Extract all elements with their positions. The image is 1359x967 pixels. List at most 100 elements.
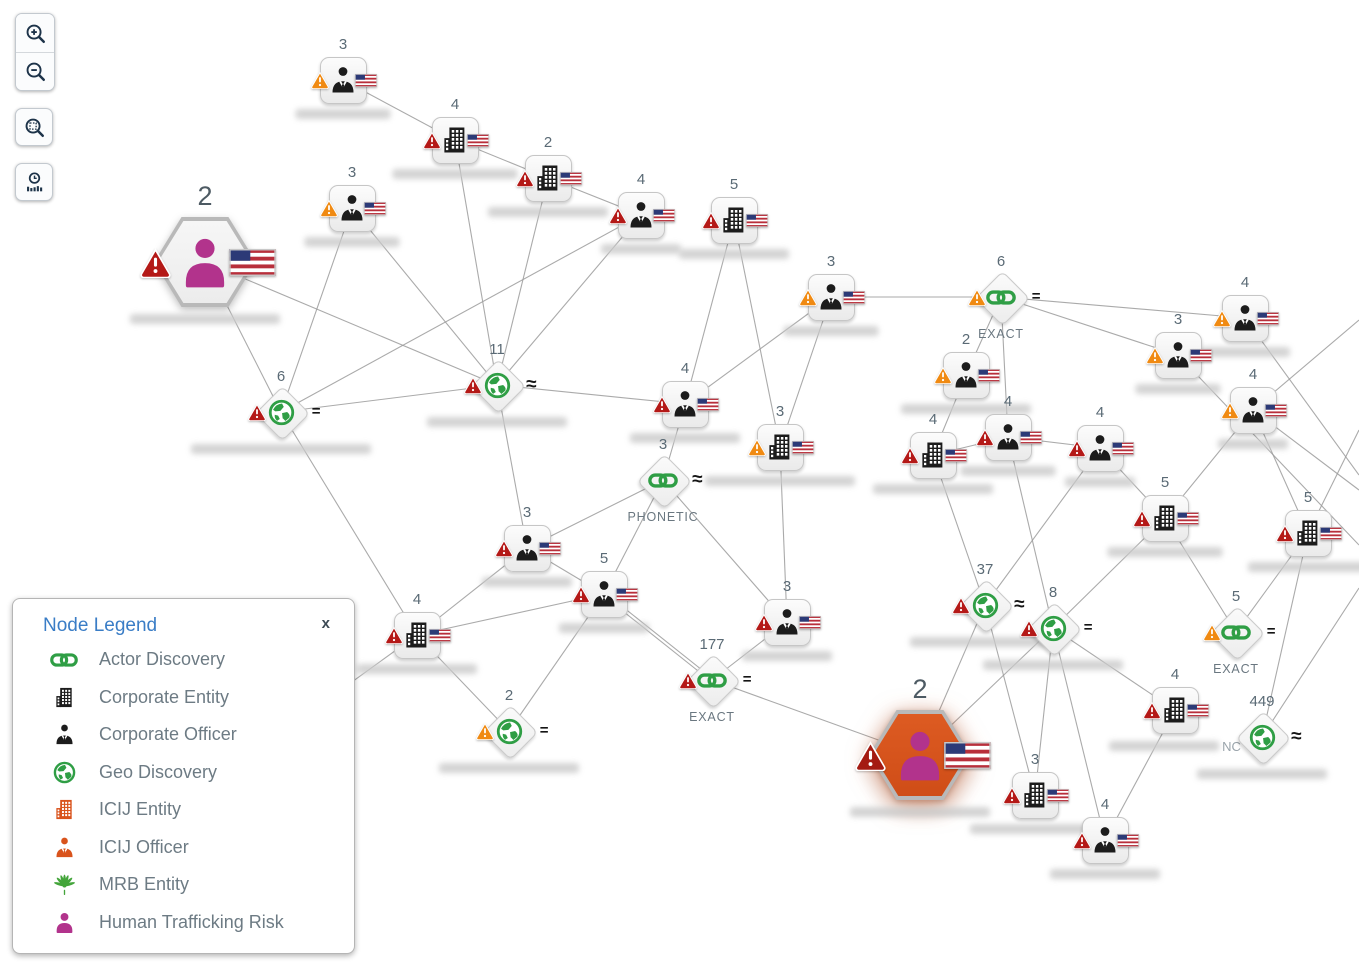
graph-node-n7[interactable]: 2 [130,181,280,324]
graph-node-n4[interactable]: 2 [488,134,608,217]
node-blurred-label [1200,346,1290,357]
node-legend-panel: Node Legend x Actor Discovery Corporate … [12,598,355,954]
us-flag-icon [363,201,386,215]
officer-icon [49,723,79,746]
node-blurred-label [901,403,1031,414]
graph-node-n25[interactable]: 5 [559,550,649,633]
node-count: 4 [1100,795,1110,813]
legend-item-icij-entity: ICIJ Entity [13,791,354,829]
graph-node-n18[interactable]: 4 [873,411,993,494]
warning-icon [1002,786,1021,805]
graph-node-n1[interactable]: 3 [295,36,391,119]
legend-item-label: Corporate Entity [99,686,230,707]
graph-node-n17[interactable]: 3 [705,403,855,486]
graph-node-n35[interactable]: 2 [850,674,991,817]
person-icon [49,911,79,934]
node-count: 4 [1240,273,1250,291]
graph-node-n9[interactable]: 6 =EXACT [967,253,1041,341]
graph-node-n13[interactable]: 11 ≈ [427,341,567,427]
warning-icon [1220,401,1239,420]
graph-node-n10[interactable]: 4 [1200,274,1290,357]
us-flag-icon [798,615,821,629]
legend-item-label: Human Trafficking Risk [99,911,284,932]
graph-node-n16[interactable]: 4 [630,360,740,443]
graph-node-n24[interactable]: 5 [1248,489,1359,572]
node-count: 4 [680,359,690,377]
legend-list: Actor Discovery Corporate Entity Corpora… [13,641,354,941]
node-count: 3 [347,163,357,181]
node-diamond [1235,710,1291,766]
node-count: 177 [699,635,725,653]
node-count: 4 [412,590,422,608]
building-icon [49,798,79,821]
node-blurred-label [304,236,400,247]
graph-node-n27[interactable]: 8 = [983,584,1123,670]
timeline-button[interactable] [15,163,53,201]
us-flag-icon [1019,430,1042,444]
graph-node-n31[interactable]: 177 =EXACT [678,636,752,724]
legend-item-geo-discovery: Geo Discovery [13,754,354,792]
graph-node-n5[interactable]: 4 [601,171,681,254]
zoom-out-button[interactable] [16,52,54,90]
match-badge: = [1083,618,1093,636]
warning-icon [494,539,513,558]
node-count: 4 [450,95,460,113]
warning-icon [384,626,403,645]
node-blurred-label [1197,768,1327,779]
node-count: 4 [1003,392,1013,410]
graph-node-n3[interactable]: 3 [304,164,400,247]
graph-node-n6[interactable]: 5 [679,176,789,259]
node-blurred-label [482,576,572,587]
node-count: 3 [1030,750,1040,768]
graph-node-n23[interactable]: 5 [1107,474,1223,557]
legend-item-label: ICIJ Entity [99,799,182,820]
legend-item-human-trafficking-risk: Human Trafficking Risk [13,904,354,942]
graph-node-n33[interactable]: 4 NC [1109,666,1241,754]
graph-node-n8[interactable]: 3 [783,253,879,336]
us-flag-icon [428,628,451,642]
graph-node-n15[interactable]: 4 [1218,366,1288,449]
graph-node-n32[interactable]: 2 = [439,687,579,773]
node-count: 37 [976,560,994,578]
graph-node-n29[interactable]: 3 [742,578,832,661]
warning-icon [140,247,171,278]
graph-node-n28[interactable]: 4 [357,591,477,674]
graph-node-n2[interactable]: 4 [392,96,518,179]
legend-item-actor-discovery: Actor Discovery [13,641,354,679]
node-blurred-label [679,248,789,259]
warning-icon [1145,346,1164,365]
node-blurred-label [1218,438,1288,449]
node-count: 6 [276,367,286,385]
node-blurred-label [357,663,477,674]
warning-icon [247,403,266,422]
match-badge: = [539,721,549,739]
node-count: 5 [599,549,609,567]
warning-icon [951,596,970,615]
graph-node-n37[interactable]: 4 [1050,796,1160,879]
warning-icon [1212,309,1231,328]
warning-icon [1019,619,1038,638]
legend-item-icij-officer: ICIJ Officer [13,829,354,867]
graph-node-n12[interactable]: 2 [901,331,1031,414]
node-label: EXACT [689,709,735,724]
warning-icon [967,288,986,307]
graph-node-n20[interactable]: 4 [1065,404,1135,487]
legend-close-button[interactable]: x [321,615,330,632]
graph-node-n19[interactable]: 4 [960,393,1056,476]
graph-node-n22[interactable]: 3 [482,504,572,587]
node-count: 3 [775,402,785,420]
graph-node-n11[interactable]: 3 [1135,311,1221,394]
zoom-fit-button[interactable] [15,108,53,146]
graph-node-n21[interactable]: 3≈PHONETIC [628,436,703,524]
warning-icon [747,438,766,457]
zoom-in-button[interactable] [16,14,54,52]
us-flag-icon [538,541,561,555]
node-count: 3 [658,435,668,453]
graph-node-n30[interactable]: 5 =EXACT [1202,588,1276,676]
node-blurred-label [873,483,993,494]
graph-node-n34[interactable]: 449≈ [1197,693,1327,779]
node-blurred-label [295,108,391,119]
warning-icon [652,395,671,414]
graph-node-n14[interactable]: 6 = [191,368,371,454]
